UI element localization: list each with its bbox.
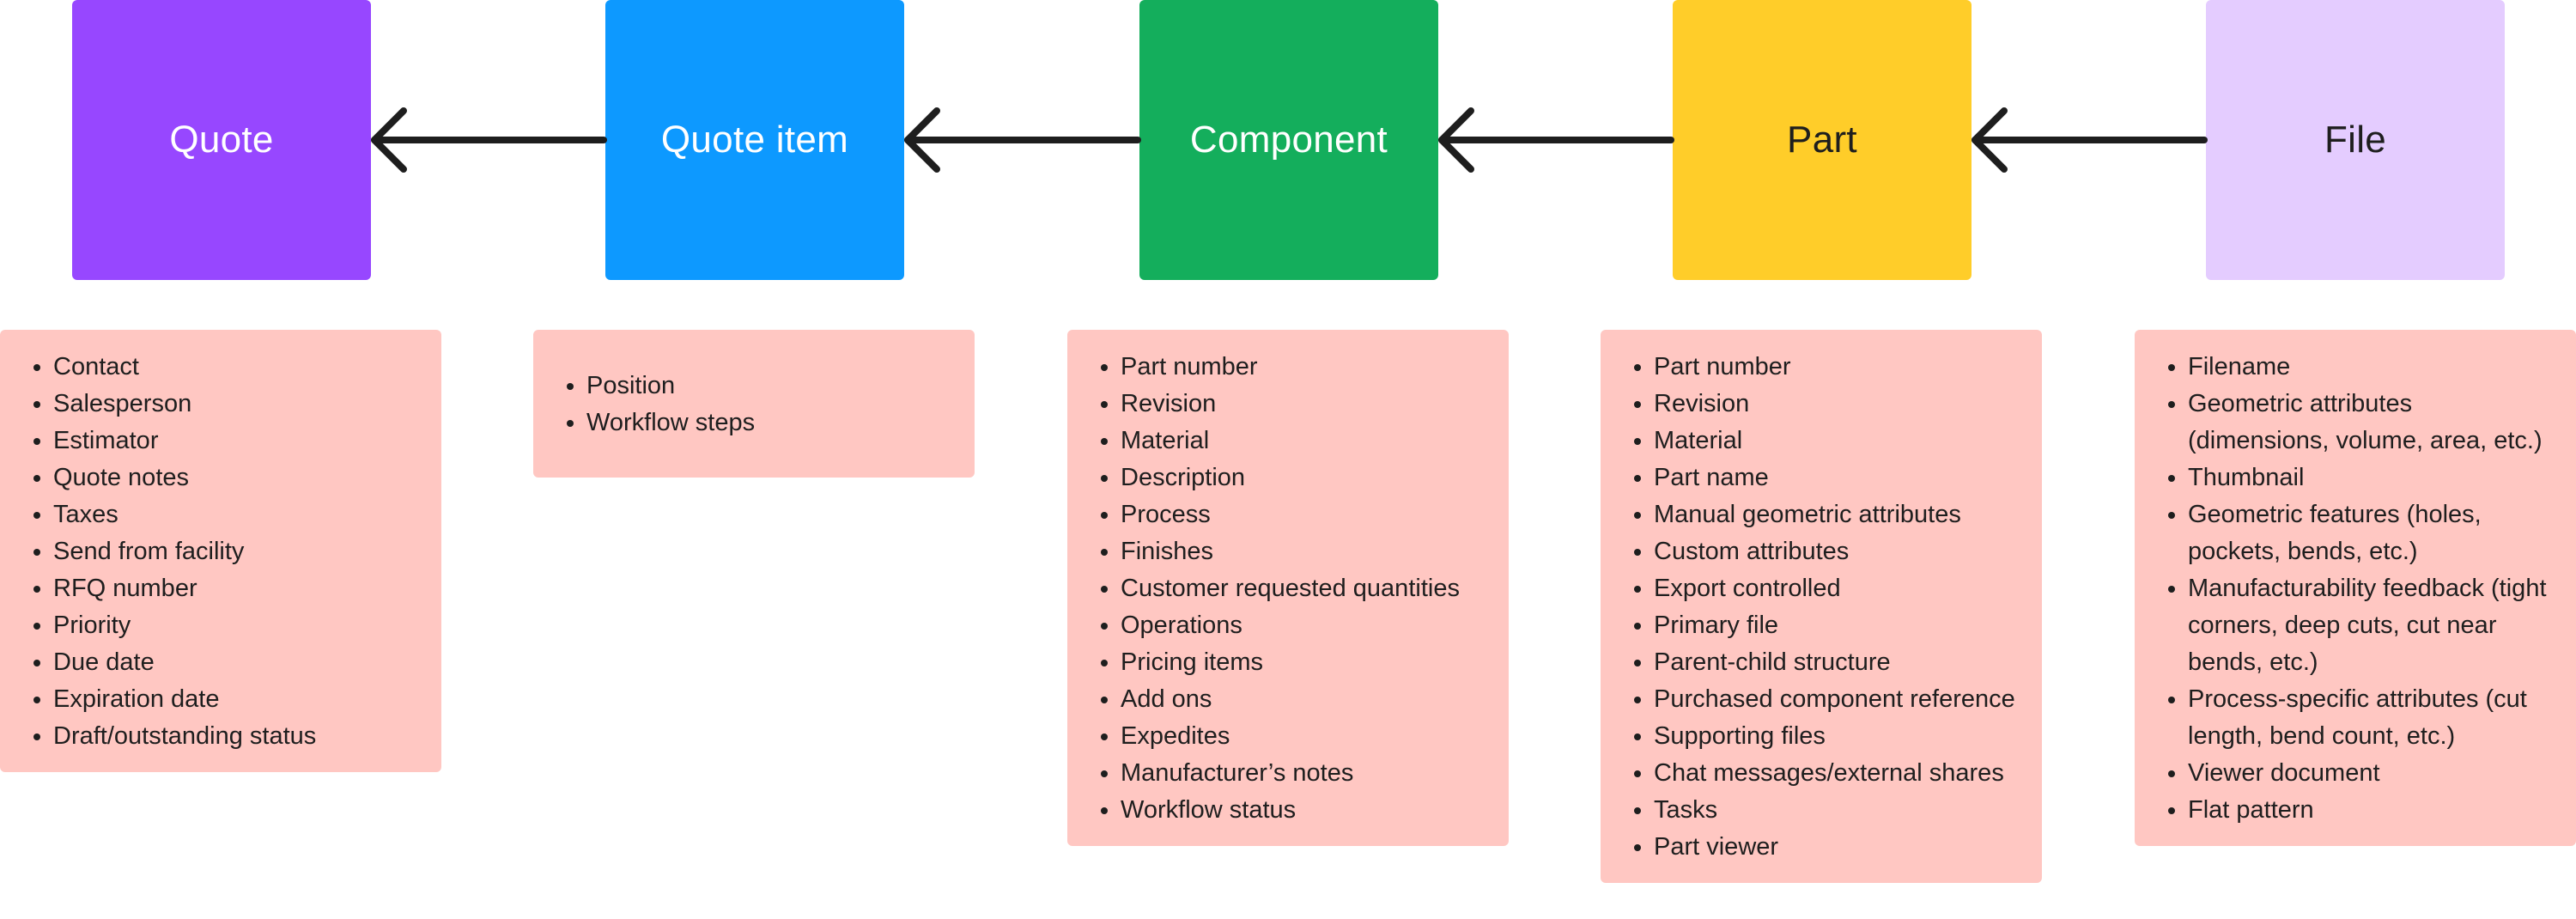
attribute-list-item: Expedites	[1121, 718, 1492, 755]
attribute-list-item: Send from facility	[53, 533, 424, 570]
attribute-list-item: Flat pattern	[2188, 792, 2559, 829]
attribute-list-item: Parent-child structure	[1654, 644, 2025, 681]
box-file-label: File	[2324, 119, 2387, 161]
note-file-attributes: FilenameGeometric attributes (dimensions…	[2135, 330, 2576, 846]
box-quote: Quote	[72, 0, 371, 280]
attribute-list-item: Customer requested quantities	[1121, 570, 1492, 607]
attribute-list-item: Part viewer	[1654, 829, 2025, 866]
attribute-list-item: Geometric features (holes, pockets, bend…	[2188, 496, 2559, 570]
arrow-component-to-quote-item	[904, 107, 1141, 173]
attribute-list-item: Process-specific attributes (cut length,…	[2188, 681, 2559, 755]
box-part-label: Part	[1787, 119, 1857, 161]
quote-item-attribute-list: PositionWorkflow steps	[552, 368, 957, 441]
part-attribute-list: Part numberRevisionMaterialPart nameManu…	[1619, 349, 2025, 866]
attribute-list-item: Filename	[2188, 349, 2559, 386]
attribute-list-item: Revision	[1654, 386, 2025, 423]
attribute-list-item: Expiration date	[53, 681, 424, 718]
attribute-list-item: Tasks	[1654, 792, 2025, 829]
box-component: Component	[1139, 0, 1438, 280]
note-part-attributes: Part numberRevisionMaterialPart nameManu…	[1601, 330, 2042, 883]
attribute-list-item: Geometric attributes (dimensions, volume…	[2188, 386, 2559, 460]
attribute-list-item: Taxes	[53, 496, 424, 533]
attribute-list-item: Description	[1121, 460, 1492, 496]
attribute-list-item: Thumbnail	[2188, 460, 2559, 496]
note-quote-attributes: ContactSalespersonEstimatorQuote notesTa…	[0, 330, 441, 772]
attribute-list-item: Due date	[53, 644, 424, 681]
attribute-list-item: Add ons	[1121, 681, 1492, 718]
attribute-list-item: Contact	[53, 349, 424, 386]
attribute-list-item: Manufacturability feedback (tight corner…	[2188, 570, 2559, 681]
attribute-list-item: Workflow status	[1121, 792, 1492, 829]
attribute-list-item: Part number	[1654, 349, 2025, 386]
attribute-list-item: Salesperson	[53, 386, 424, 423]
attribute-list-item: Operations	[1121, 607, 1492, 644]
attribute-list-item: Pricing items	[1121, 644, 1492, 681]
note-quote-item-attributes: PositionWorkflow steps	[533, 330, 975, 478]
attribute-list-item: Finishes	[1121, 533, 1492, 570]
box-component-label: Component	[1189, 119, 1388, 161]
attribute-list-item: Manual geometric attributes	[1654, 496, 2025, 533]
attribute-list-item: Draft/outstanding status	[53, 718, 424, 755]
arrow-part-to-component	[1438, 107, 1674, 173]
box-quote-item-label: Quote item	[660, 119, 849, 161]
arrow-quote-item-to-quote	[371, 107, 607, 173]
box-file: File	[2206, 0, 2505, 280]
attribute-list-item: Material	[1121, 423, 1492, 460]
file-attribute-list: FilenameGeometric attributes (dimensions…	[2154, 349, 2559, 829]
attribute-list-item: Supporting files	[1654, 718, 2025, 755]
quote-attribute-list: ContactSalespersonEstimatorQuote notesTa…	[19, 349, 424, 755]
attribute-list-item: Primary file	[1654, 607, 2025, 644]
attribute-list-item: Process	[1121, 496, 1492, 533]
attribute-list-item: RFQ number	[53, 570, 424, 607]
box-quote-label: Quote	[169, 119, 274, 161]
attribute-list-item: Revision	[1121, 386, 1492, 423]
attribute-list-item: Estimator	[53, 423, 424, 460]
attribute-list-item: Part number	[1121, 349, 1492, 386]
component-attribute-list: Part numberRevisionMaterialDescriptionPr…	[1086, 349, 1492, 829]
attribute-list-item: Purchased component reference	[1654, 681, 2025, 718]
attribute-list-item: Custom attributes	[1654, 533, 2025, 570]
attribute-list-item: Position	[586, 368, 957, 405]
arrow-file-to-part	[1971, 107, 2208, 173]
attribute-list-item: Part name	[1654, 460, 2025, 496]
attribute-list-item: Export controlled	[1654, 570, 2025, 607]
attribute-list-item: Viewer document	[2188, 755, 2559, 792]
attribute-list-item: Priority	[53, 607, 424, 644]
attribute-list-item: Workflow steps	[586, 405, 957, 441]
attribute-list-item: Quote notes	[53, 460, 424, 496]
box-part: Part	[1673, 0, 1971, 280]
attribute-list-item: Chat messages/external shares	[1654, 755, 2025, 792]
attribute-list-item: Material	[1654, 423, 2025, 460]
box-quote-item: Quote item	[605, 0, 904, 280]
connector-arrows	[371, 107, 2208, 173]
attribute-list-item: Manufacturer’s notes	[1121, 755, 1492, 792]
note-component-attributes: Part numberRevisionMaterialDescriptionPr…	[1067, 330, 1509, 846]
